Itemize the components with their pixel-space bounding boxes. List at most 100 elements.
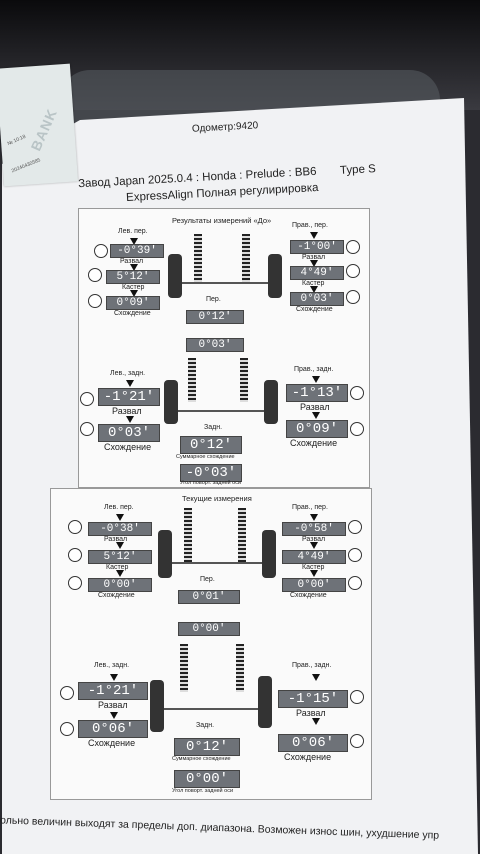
current-fl-caster: 5°12' [88, 550, 152, 564]
before-rr-toe: 0°09' [286, 420, 348, 438]
toe-icon [346, 290, 360, 304]
current-front-total-label: Пер. [200, 576, 215, 583]
toe-icon [68, 576, 82, 590]
before-rear-total-label: Задн. [204, 424, 223, 431]
rear-left-strut [180, 644, 188, 692]
current-front-total-toe: 0°01' [178, 590, 240, 604]
rear-axle [178, 410, 264, 412]
caster-icon [346, 264, 360, 278]
camber-icon [68, 520, 82, 534]
current-rr-toe: 0°06' [278, 734, 348, 752]
camber-icon [348, 520, 362, 534]
before-fl-label: Лев. пер. [118, 228, 148, 235]
current-thrust-angle: 0°00' [174, 770, 240, 788]
front-left-strut [184, 508, 192, 564]
before-rr-label: Прав., задн. [294, 366, 334, 373]
rear-axle [164, 708, 258, 710]
rear-right-strut [236, 644, 244, 692]
current-panel-title: Текущие измерения [182, 494, 252, 503]
before-fl-caster-label: Кастер [122, 284, 145, 291]
before-fl-toe-label: Схождение [114, 310, 151, 317]
before-rr-camber-label: Развал [300, 402, 330, 412]
toe-icon [350, 734, 364, 748]
arrow-down-icon [116, 514, 124, 521]
camber-icon [346, 240, 360, 254]
before-front-setback: 0°03' [186, 338, 244, 352]
receipt-brand: BANK [27, 106, 61, 154]
toe-icon [60, 722, 74, 736]
receipt-time: № 10:18 [6, 133, 27, 148]
before-fl-toe: 0°09' [106, 296, 160, 310]
front-axle [182, 282, 268, 284]
camber-icon [94, 244, 108, 258]
current-rr-label: Прав., задн. [292, 662, 332, 669]
arrow-down-icon [116, 570, 124, 577]
current-rl-label: Лев., задн. [94, 662, 130, 669]
front-right-strut [242, 234, 250, 284]
before-panel-title: Результаты измерений «До» [172, 216, 272, 225]
current-rl-toe: 0°06' [78, 720, 148, 738]
current-fr-camber: -0°58' [282, 522, 346, 536]
current-rr-toe-label: Схождение [284, 752, 332, 762]
arrow-down-icon [312, 718, 320, 725]
rear-right-strut [240, 358, 248, 402]
before-fr-toe-label: Схождение [296, 306, 333, 313]
current-fl-camber-label: Развал [104, 536, 128, 543]
before-total-toe-label: Суммарное схождение [176, 454, 235, 460]
rear-left-wheel [164, 380, 178, 424]
rear-right-wheel [264, 380, 278, 424]
camber-icon [80, 392, 94, 406]
before-rl-toe-label: Схождение [104, 442, 152, 452]
camber-icon [350, 386, 364, 400]
current-rear-total-toe: 0°12' [174, 738, 240, 756]
current-fr-caster-label: Кастер [302, 564, 325, 571]
before-rl-toe: 0°03' [98, 424, 160, 442]
before-fl-camber-label: Развал [120, 258, 144, 265]
arrow-down-icon [310, 542, 318, 549]
arrow-down-icon [130, 290, 138, 297]
before-fr-toe: 0°03' [290, 292, 344, 306]
current-fr-toe-label: Схождение [290, 592, 327, 599]
current-rl-camber-label: Развал [98, 700, 128, 710]
before-rear-total-toe: 0°12' [180, 436, 242, 454]
front-left-wheel [168, 254, 182, 298]
current-rr-camber-label: Развал [296, 708, 326, 718]
receipt-number: 20240430585 [10, 157, 42, 175]
current-fr-camber-label: Развал [302, 536, 326, 543]
front-left-strut [194, 234, 202, 284]
before-fl-camber: -0°39' [110, 244, 164, 258]
current-fl-toe: 0°00' [88, 578, 152, 592]
current-fl-toe-label: Схождение [98, 592, 135, 599]
toe-icon [350, 422, 364, 436]
current-total-toe-label: Суммарное схождение [172, 756, 231, 762]
before-rl-label: Лев., задн. [110, 370, 146, 377]
before-front-total-label: Пер. [206, 296, 221, 303]
caster-icon [348, 548, 362, 562]
before-fr-caster-label: Кастер [302, 280, 325, 287]
caster-icon [88, 268, 102, 282]
current-thrust-label: Угол поворт. задней оси [172, 788, 234, 794]
current-fr-caster: 4°49' [282, 550, 346, 564]
before-thrust-angle: -0°03' [180, 464, 242, 482]
arrow-down-icon [116, 542, 124, 549]
arrow-down-icon [312, 376, 320, 383]
before-thrust-label: Угол поворт. задней оси [180, 480, 242, 486]
arrow-down-icon [310, 514, 318, 521]
current-fr-toe: 0°00' [282, 578, 346, 592]
front-right-strut [238, 508, 246, 564]
before-rr-camber: -1°13' [286, 384, 348, 402]
caster-icon [68, 548, 82, 562]
arrow-down-icon [126, 380, 134, 387]
current-fl-label: Лев. пер. [104, 504, 134, 511]
vehicle-type: Type S [339, 163, 377, 177]
arrow-down-icon [310, 286, 318, 293]
arrow-down-icon [312, 412, 320, 419]
arrow-down-icon [110, 674, 118, 681]
arrow-down-icon [130, 264, 138, 271]
current-rr-camber: -1°15' [278, 690, 348, 708]
front-right-wheel [262, 530, 276, 578]
current-fl-caster-label: Кастер [106, 564, 129, 571]
arrow-down-icon [110, 712, 118, 719]
rear-left-strut [188, 358, 196, 402]
arrow-down-icon [130, 238, 138, 245]
